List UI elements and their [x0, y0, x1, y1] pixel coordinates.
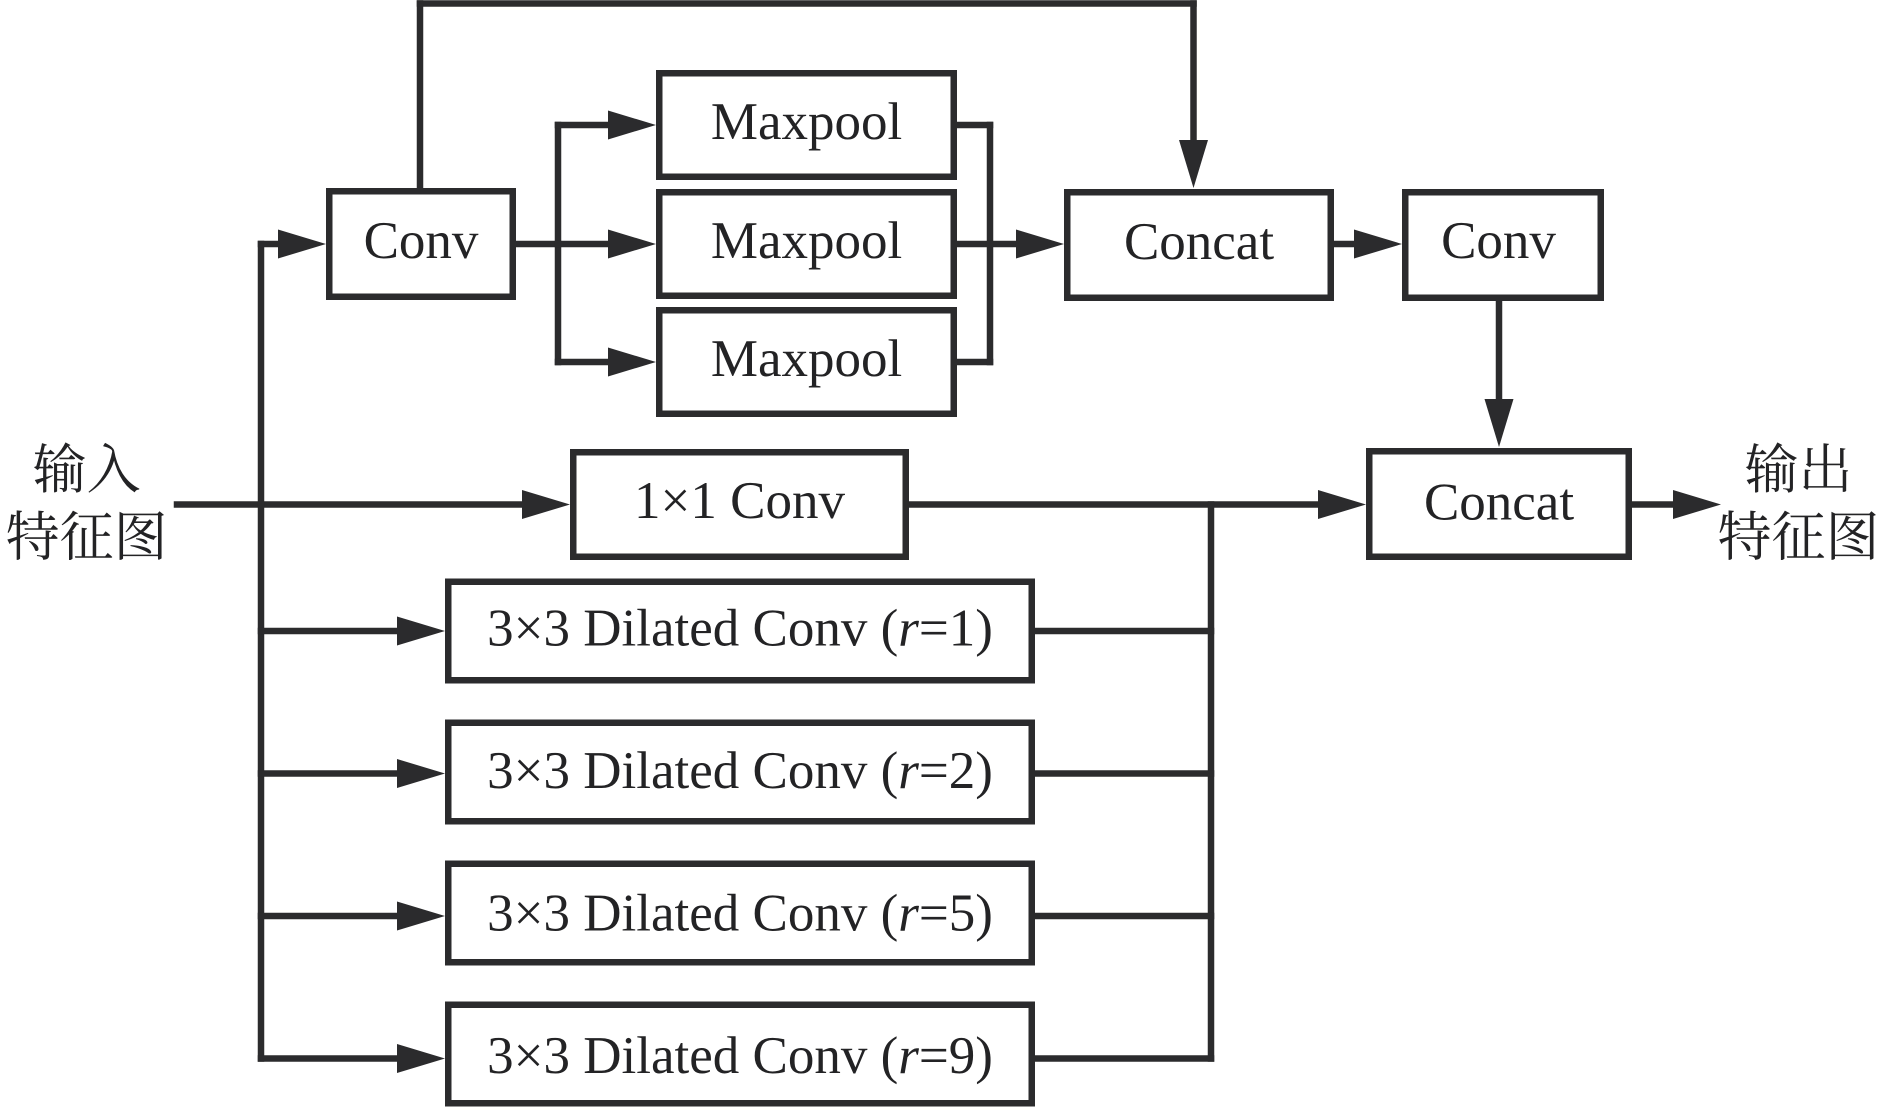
- svg-text:Maxpool: Maxpool: [711, 93, 902, 151]
- svg-text:Conv: Conv: [364, 212, 479, 270]
- svg-text:3×3 Dilated Conv (r=5): 3×3 Dilated Conv (r=5): [487, 885, 993, 943]
- svg-text:Conv: Conv: [1441, 212, 1556, 270]
- svg-text:Maxpool: Maxpool: [711, 212, 902, 270]
- svg-text:Maxpool: Maxpool: [711, 330, 902, 388]
- svg-text:1×1 Conv: 1×1 Conv: [634, 472, 845, 530]
- svg-text:3×3 Dilated Conv (r=1): 3×3 Dilated Conv (r=1): [487, 600, 993, 658]
- svg-text:Concat: Concat: [1424, 474, 1574, 532]
- svg-text:Concat: Concat: [1124, 213, 1274, 271]
- svg-text:3×3 Dilated Conv (r=9): 3×3 Dilated Conv (r=9): [487, 1027, 993, 1085]
- svg-text:3×3 Dilated Conv (r=2): 3×3 Dilated Conv (r=2): [487, 742, 993, 800]
